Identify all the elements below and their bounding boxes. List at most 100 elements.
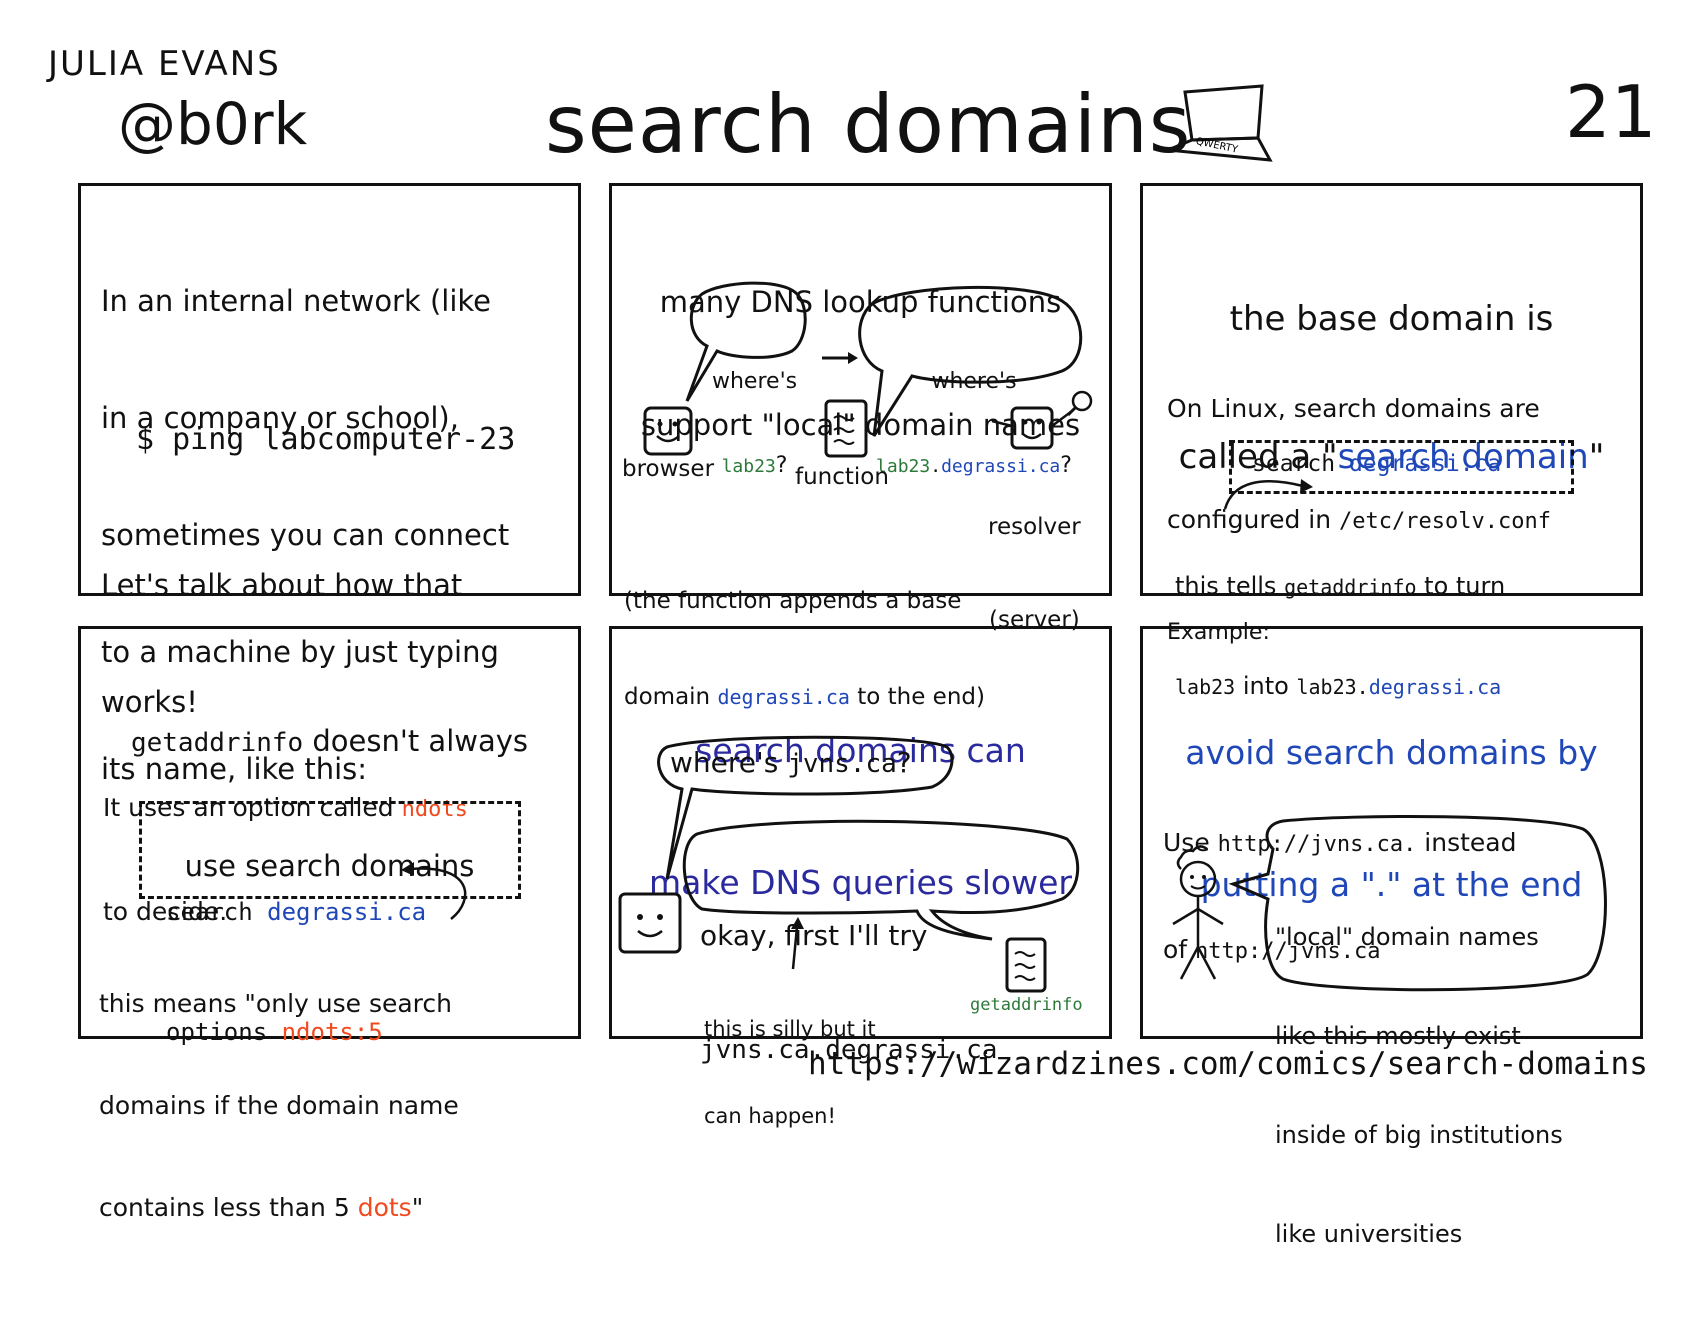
heading-text: " bbox=[1588, 437, 1605, 477]
note-line: (the function appends a base bbox=[624, 588, 962, 614]
bubble-line: "local" domain names bbox=[1275, 923, 1539, 951]
arrowhead-icon bbox=[848, 352, 858, 364]
panel4-body: It uses an option called ndots to decide… bbox=[103, 723, 468, 997]
bubble-line: lab23? bbox=[712, 452, 797, 481]
panel2-note: (the function appends a base domain degr… bbox=[624, 521, 985, 777]
config-domain: degrassi.ca bbox=[1348, 451, 1502, 477]
domain-name: degrassi.ca bbox=[717, 685, 850, 709]
host-name: jvns.ca bbox=[787, 749, 897, 779]
bubble2-text: okay, first I'll try jvns.ca.degrassi.ca bbox=[700, 841, 997, 1145]
text-line: In an internal network (like bbox=[101, 284, 492, 318]
getaddrinfo-code: getaddrinfo bbox=[1284, 575, 1417, 599]
bubble-line: where's bbox=[712, 369, 798, 394]
text-line: its name, like this: bbox=[101, 752, 368, 786]
body-line: of http://jvns.ca bbox=[1163, 932, 1516, 969]
resolv-conf-example: search degrassi.ca bbox=[1229, 440, 1574, 494]
body-line: It uses an option called ndots bbox=[103, 791, 468, 827]
text-line: Let's talk about how that bbox=[101, 568, 463, 602]
panel-dns-lookup-functions: many DNS lookup functions support "local… bbox=[609, 183, 1112, 710]
panel6-drawing bbox=[1172, 814, 1607, 992]
note-line: this tells getaddrinfo to turn bbox=[1175, 570, 1505, 604]
panel4-note: this means "only use search domains if t… bbox=[99, 919, 459, 1293]
author-handle: @b0rk bbox=[118, 90, 308, 158]
config-keyword: search bbox=[166, 898, 268, 926]
browser-face-icon bbox=[643, 406, 693, 456]
ping-command: $ ping labcomputer-23 bbox=[136, 422, 516, 457]
bubble-text: where's bbox=[670, 746, 788, 779]
label-function: function bbox=[795, 464, 889, 490]
stick-figure-icon bbox=[1172, 845, 1224, 980]
getaddrinfo-document-icon bbox=[1005, 937, 1047, 993]
heading-line: make DNS queries slower bbox=[649, 863, 1072, 902]
body-line: Example: bbox=[1167, 620, 1270, 645]
note-text: domain bbox=[624, 684, 718, 710]
annotation-line: can happen! bbox=[704, 1104, 836, 1128]
bubble-line: inside of big institutions bbox=[1275, 1121, 1563, 1149]
arrowhead-icon bbox=[1300, 479, 1313, 493]
ndots-value: ndots:5 bbox=[281, 1018, 383, 1046]
config-line: options ndots:5 bbox=[166, 1012, 426, 1052]
label-getaddrinfo: getaddrinfo bbox=[970, 995, 1083, 1015]
body-text: of bbox=[1163, 935, 1196, 964]
note-text: this tells bbox=[1175, 572, 1285, 600]
note-line: lab23 into lab23.degrassi.ca bbox=[1175, 670, 1505, 704]
heading-line: many DNS lookup functions bbox=[659, 285, 1062, 319]
search-domain-term: search domain bbox=[1337, 437, 1589, 477]
speech-bubble bbox=[1228, 814, 1607, 992]
panel-slower-queries: search domains can make DNS queries slow… bbox=[609, 626, 1112, 1128]
host-name: lab23 bbox=[1296, 675, 1357, 699]
host-name: lab23 bbox=[1175, 675, 1236, 699]
panel2-heading: many DNS lookup functions support "local… bbox=[612, 200, 1109, 528]
config-domain: degrassi.ca bbox=[267, 898, 427, 926]
heading-text: doesn't always bbox=[303, 724, 529, 758]
panel2-drawing bbox=[643, 281, 1093, 458]
annotation-line: this is silly but it bbox=[704, 1017, 876, 1041]
heading-line: the base domain is bbox=[1229, 299, 1554, 339]
curved-arrow-icon bbox=[410, 867, 467, 920]
heading-line: avoid search domains by bbox=[1185, 733, 1598, 772]
body-line: configured in /etc/resolv.conf bbox=[1167, 501, 1551, 540]
panel5-drawing bbox=[618, 735, 1080, 993]
note-line: domain degrassi.ca to the end) bbox=[624, 681, 985, 713]
config-keyword: search bbox=[1252, 451, 1349, 477]
author-name: JULIA EVANS bbox=[48, 44, 281, 84]
panel1-intro: In an internal network (like in a compan… bbox=[101, 204, 509, 867]
note-text: " bbox=[411, 1193, 424, 1222]
speech-bubble bbox=[685, 281, 807, 402]
text-line: in a company or school), bbox=[101, 401, 459, 435]
bubble-line: like this mostly exist bbox=[1275, 1022, 1521, 1050]
label-browser: browser bbox=[622, 456, 715, 482]
arrowhead-icon bbox=[401, 862, 414, 876]
dot: . bbox=[1356, 675, 1369, 699]
note-text: to the end) bbox=[849, 684, 985, 710]
question-mark: ? bbox=[775, 453, 788, 478]
text-line: works! bbox=[101, 685, 198, 719]
speech-bubble bbox=[858, 285, 1083, 437]
config-line: search degrassi.ca bbox=[1252, 451, 1501, 479]
bubble-text: ? bbox=[896, 746, 912, 779]
panel-ndots: getaddrinfo doesn't always use search do… bbox=[78, 626, 581, 1222]
panel3-body: On Linux, search domains are configured … bbox=[1167, 316, 1551, 725]
panel3-note: this tells getaddrinfo to turn lab23 int… bbox=[1175, 504, 1505, 770]
panel6-body: Use http://jvns.ca. instead of http://jv… bbox=[1163, 755, 1516, 1039]
bubble1-text: where's lab23? bbox=[712, 312, 797, 537]
note-line: this means "only use search bbox=[99, 989, 453, 1018]
curved-arrow-icon bbox=[1223, 480, 1304, 510]
dots-word: dots bbox=[357, 1193, 412, 1222]
label-line: resolver bbox=[988, 514, 1081, 540]
panel3-arrow bbox=[1223, 479, 1313, 510]
bubble-line: where's bbox=[931, 369, 1017, 394]
panel6-heading: avoid search domains by putting a "." at… bbox=[1143, 643, 1640, 995]
domain-name: degrassi.ca bbox=[1368, 675, 1502, 699]
panel-internal-network: In an internal network (like in a compan… bbox=[78, 183, 581, 786]
bubble1-text: where's jvns.ca? bbox=[670, 746, 912, 780]
url-with-dot: http://jvns.ca. bbox=[1217, 832, 1417, 857]
note-line: domains if the domain name bbox=[99, 1091, 459, 1120]
ndots-config-example: search degrassi.ca options ndots:5 bbox=[139, 801, 521, 1046]
function-document-icon bbox=[824, 399, 868, 458]
note-text: contains less than 5 bbox=[99, 1193, 358, 1222]
body-text: It uses an option called bbox=[103, 793, 402, 822]
footer-url[interactable]: https://wizardzines.com/comics/search-do… bbox=[808, 1046, 1648, 1082]
fqdn-attempt: jvns.ca.degrassi.ca bbox=[700, 1035, 998, 1065]
domain-name: degrassi.ca bbox=[941, 456, 1061, 477]
